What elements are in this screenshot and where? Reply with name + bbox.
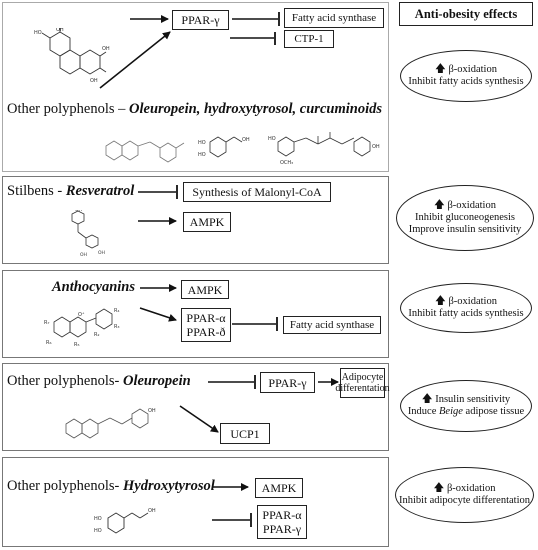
anti-obesity-header: Anti-obesity effects [399,2,533,26]
panel2-label: Stilbens - Resveratrol [7,183,135,199]
svg-text:OH: OH [75,210,82,213]
molecule-icon: R₇ R₆ R₅ O⁺ R₄ R₃ R₂ [44,308,119,348]
effect-ellipse-2: 🡅 β-oxidation Inhibit gluconeogenesis Im… [396,185,534,251]
up-arrow-icon: 🡅 [434,200,445,211]
svg-text:HO: HO [268,136,276,142]
effect-ellipse-1: 🡅 β-oxidation Inhibit fatty acids synthe… [400,50,532,102]
fatty-acid-synthase-box: Fatty acid synthase [283,316,381,334]
ucp1-box: UCP1 [220,423,270,444]
molecule-icon: HO OCH₃ OH [268,132,380,166]
effect-ellipse-4: 🡅 Insulin sensitivity Induce Beige adipo… [400,380,532,432]
panel4-label: Other polyphenols- Oleuropein [7,373,191,389]
molecule-icon: HO HO OH [198,136,250,158]
fatty-acid-synthase-box: Fatty acid synthase [284,8,384,28]
panel5-label: Other polyphenols- Hydroxytyrosol [7,478,215,494]
effect-ellipse-5: 🡅 β-oxidation Inhibit adipocyte differen… [395,467,534,523]
svg-text:OCH₃: OCH₃ [280,160,293,166]
svg-text:OH: OH [98,250,105,256]
arrow-icon [179,405,219,433]
svg-text:OH: OH [80,252,87,258]
up-arrow-icon: 🡅 [433,483,445,494]
effect-ellipse-3: 🡅 β-oxidation Inhibit fatty acids synthe… [400,283,532,333]
molecule-icon: OH OH OH [71,210,105,258]
ampk-box: AMPK [181,280,229,299]
arrow-icon [139,307,177,322]
svg-text:OH: OH [90,78,98,84]
svg-text:HO: HO [94,528,102,534]
molecule-icon: HO HO OH [94,508,156,534]
panel3-label: Anthocyanins [52,279,135,295]
arrow-icon [99,31,171,89]
up-arrow-icon: 🡅 [435,64,446,75]
svg-text:HO: HO [198,140,206,146]
svg-text:OH: OH [148,508,156,514]
malonyl-coa-box: Synthesis of Malonyl-CoA [183,182,331,202]
svg-text:OH: OH [148,408,156,414]
svg-text:R₇: R₇ [44,320,49,326]
svg-text:HO: HO [198,152,206,158]
molecule-icon [105,140,185,163]
svg-text:R₆: R₆ [46,340,51,346]
ctp1-box: CTP-1 [284,30,334,48]
molecule-icon: OH [65,408,156,439]
svg-text:OH: OH [102,46,110,52]
ppar-gamma-box: PPAR-γ [260,372,315,393]
panel1-label: Other polyphenols – Oleuropein, hydroxyt… [7,101,382,117]
up-arrow-icon: 🡅 [435,296,446,307]
ampk-box: AMPK [255,478,303,498]
svg-text:OH: OH [56,28,64,33]
svg-text:HO: HO [94,516,102,522]
svg-text:HO: HO [34,30,42,36]
panel-oleuropein [2,363,389,451]
svg-text:O⁺: O⁺ [78,312,85,318]
svg-text:R₄: R₄ [114,308,119,314]
svg-text:OH: OH [372,144,380,150]
svg-text:R₂: R₂ [94,332,99,338]
svg-text:R₅: R₅ [74,342,79,348]
molecule-icon: HO OH OH OH [34,28,110,84]
ppar-gamma-box: PPAR-γ [172,10,229,30]
svg-text:OH: OH [242,137,250,143]
svg-text:R₃: R₃ [114,324,119,330]
panel-hydroxytyrosol [2,457,389,547]
up-arrow-icon: 🡅 [421,394,433,405]
ampk-box: AMPK [183,212,231,232]
